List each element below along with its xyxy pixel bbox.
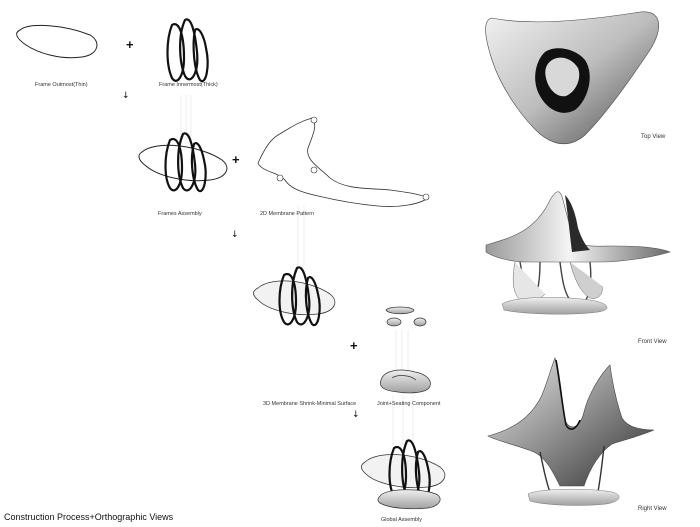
front-view-render xyxy=(485,191,671,315)
guide-lines xyxy=(180,95,414,445)
plus-icon: + xyxy=(126,37,134,52)
frame-innermost-drawing xyxy=(166,18,209,83)
membrane-pattern-2d-drawing xyxy=(257,116,430,207)
frames-assembly-label: Frames Assembly xyxy=(158,211,202,217)
membrane-shrink-3d-drawing xyxy=(253,266,336,327)
joint-seating-drawing xyxy=(380,306,431,394)
arrow-down-icon: ↓ xyxy=(122,91,130,101)
global-assembly-drawing xyxy=(360,439,446,510)
global-assembly-label: Global Assembly xyxy=(381,517,422,523)
top-view-render xyxy=(485,11,659,145)
membrane-shrink-3d-label: 3D Membrane Shrink-Minimal Surface xyxy=(263,401,357,407)
frames-assembly-drawing xyxy=(138,132,228,193)
top-view-label: Top View xyxy=(641,134,666,140)
membrane-pattern-2d-label: 2D Membrane Pattern xyxy=(260,211,315,217)
joint-seating-label: Joint+Seating Component xyxy=(377,401,441,407)
plus-icon: + xyxy=(350,338,358,353)
frame-innermost-label: Frame Innermost(Thick) xyxy=(159,82,218,88)
frame-outmost-drawing xyxy=(16,25,98,59)
right-view-label: Right View xyxy=(638,506,667,512)
front-view-label: Front View xyxy=(638,339,667,345)
right-view-render xyxy=(487,357,655,506)
figure-caption: Construction Process+Orthographic Views xyxy=(4,512,174,522)
frame-outmost-label: Frame Outmost(Thin) xyxy=(35,82,88,88)
plus-icon: + xyxy=(232,152,240,167)
arrow-down-icon: ↓ xyxy=(352,410,360,420)
arrow-down-icon: ↓ xyxy=(231,230,239,240)
